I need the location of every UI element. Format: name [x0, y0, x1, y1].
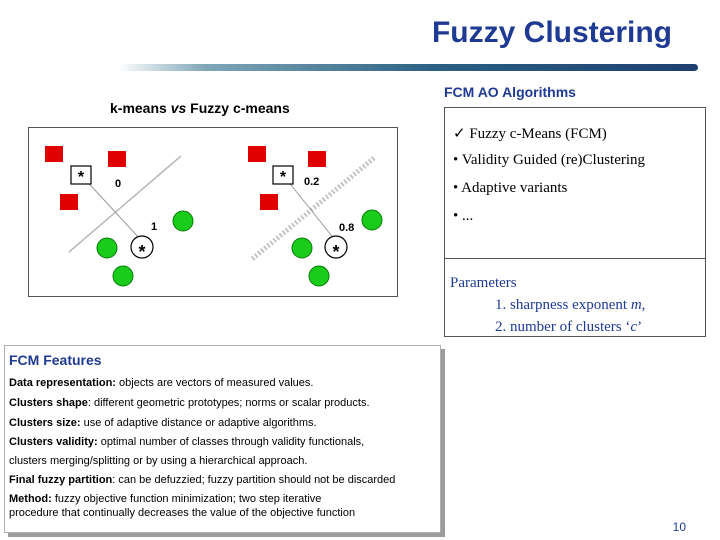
feature-line: Data representation: objects are vectors… — [9, 377, 313, 389]
feature-text: objects are vectors of measured values. — [115, 377, 314, 389]
feature-label: Final fuzzy partition — [9, 474, 113, 486]
parameter-sharpness-var: m — [630, 297, 642, 313]
kmeans-red-square — [108, 151, 126, 167]
algorithms-box: ✓ Fuzzy c-Means (FCM) • Validity Guided … — [444, 107, 706, 337]
algorithm-item-adaptive: • Adaptive variants — [453, 180, 568, 196]
feature-label: Method: — [9, 493, 52, 505]
diagram-heading-left: k-means — [110, 100, 171, 116]
fcm-prototype-marker: * — [280, 169, 287, 186]
diagram-heading-right: Fuzzy c-means — [186, 100, 290, 116]
fcm-membership-line — [282, 174, 336, 241]
parameter-clusters-var: c — [630, 319, 638, 335]
parameter-sharpness-text: 1. sharpness exponent — [495, 297, 631, 313]
diagram-heading: k-means vs Fuzzy c-means — [110, 100, 290, 116]
fcm-features-box: FCM Features Data representation: object… — [4, 345, 441, 533]
kmeans-prototype-square — [70, 165, 92, 185]
parameter-clusters: 2. number of clusters ‘c’ — [450, 316, 645, 338]
feature-label: Data representation: — [9, 377, 116, 389]
kmeans-membership-line — [80, 174, 142, 241]
fcm-green-circle — [361, 209, 383, 231]
kmeans-prototype-circle — [130, 235, 154, 259]
algorithms-divider — [445, 258, 705, 259]
feature-line: Clusters validity: optimal number of cla… — [9, 436, 364, 448]
feature-line: procedure that continually decreases the… — [9, 507, 355, 519]
kmeans-boundary-line — [68, 155, 182, 253]
algorithm-item-fcm: ✓ Fuzzy c-Means (FCM) — [453, 126, 607, 142]
feature-label: Clusters size: — [9, 417, 81, 429]
feature-text: procedure that continually decreases the… — [9, 507, 356, 519]
feature-line: clusters merging/splitting or by using a… — [9, 455, 307, 467]
fcm-red-square — [308, 151, 326, 167]
parameter-sharpness-end: , — [641, 297, 646, 313]
fcm-green-circle — [291, 237, 313, 259]
kmeans-green-circle — [112, 265, 134, 287]
kmeans-red-square — [60, 194, 78, 210]
title-underline-bar — [118, 64, 698, 71]
feature-line: Clusters size: use of adaptive distance … — [9, 417, 317, 429]
diagram-heading-vs: vs — [170, 100, 187, 116]
fcm-prototype-square — [272, 165, 294, 185]
algorithm-item-validity: • Validity Guided (re)Clustering — [453, 152, 646, 168]
feature-label: Clusters shape — [9, 397, 88, 409]
parameters-heading: Parameters — [450, 275, 517, 291]
feature-line: Final fuzzy partition: can be defuzzied;… — [9, 474, 395, 486]
parameter-clusters-text: 2. number of clusters ‘ — [495, 319, 631, 335]
kmeans-prototype-marker: * — [138, 242, 145, 262]
kmeans-label-bottom: 1 — [151, 221, 157, 233]
fcm-fuzzy-boundary — [249, 156, 376, 262]
feature-line: Method: fuzzy objective function minimiz… — [9, 493, 321, 505]
kmeans-green-circle — [172, 210, 194, 232]
fcm-ao-heading: FCM AO Algorithms — [444, 84, 576, 100]
fcm-label-top: 0.2 — [304, 176, 319, 188]
fcm-red-square — [260, 194, 278, 210]
algorithm-item-more: • ... — [453, 208, 474, 224]
kmeans-green-circle — [96, 237, 118, 259]
clustering-diagram: * 0 1 * * 0.2 0.8 * — [28, 127, 398, 297]
kmeans-prototype-marker: * — [78, 169, 85, 186]
kmeans-label-top: 0 — [115, 178, 121, 190]
fcm-label-bottom: 0.8 — [339, 222, 354, 234]
feature-text: use of adaptive distance or adaptive alg… — [80, 417, 317, 429]
feature-text: : different geometric prototypes; norms … — [87, 397, 370, 409]
fcm-green-circle — [308, 265, 330, 287]
feature-label: Clusters validity: — [9, 436, 98, 448]
parameters-block: Parameters 1. sharpness exponent m, 2. n… — [450, 272, 645, 338]
feature-text: : can be defuzzied; fuzzy partition shou… — [112, 474, 396, 486]
feature-text: clusters merging/splitting or by using a… — [9, 455, 308, 467]
kmeans-red-square — [45, 146, 63, 162]
features-heading: FCM Features — [9, 352, 102, 368]
fcm-prototype-marker: * — [332, 242, 339, 262]
parameter-clusters-end: ’ — [637, 319, 643, 335]
feature-text: optimal number of classes through validi… — [97, 436, 365, 448]
fcm-prototype-circle — [324, 235, 348, 259]
feature-text: fuzzy objective function minimization; t… — [51, 493, 322, 505]
fcm-red-square — [248, 146, 266, 162]
slide-title: Fuzzy Clustering — [431, 16, 672, 49]
parameter-sharpness: 1. sharpness exponent m, — [450, 294, 645, 316]
clustering-diagram-svg: * 0 1 * * 0.2 0.8 * — [45, 146, 383, 287]
feature-line: Clusters shape: different geometric prot… — [9, 397, 370, 409]
page-number: 10 — [672, 520, 686, 534]
